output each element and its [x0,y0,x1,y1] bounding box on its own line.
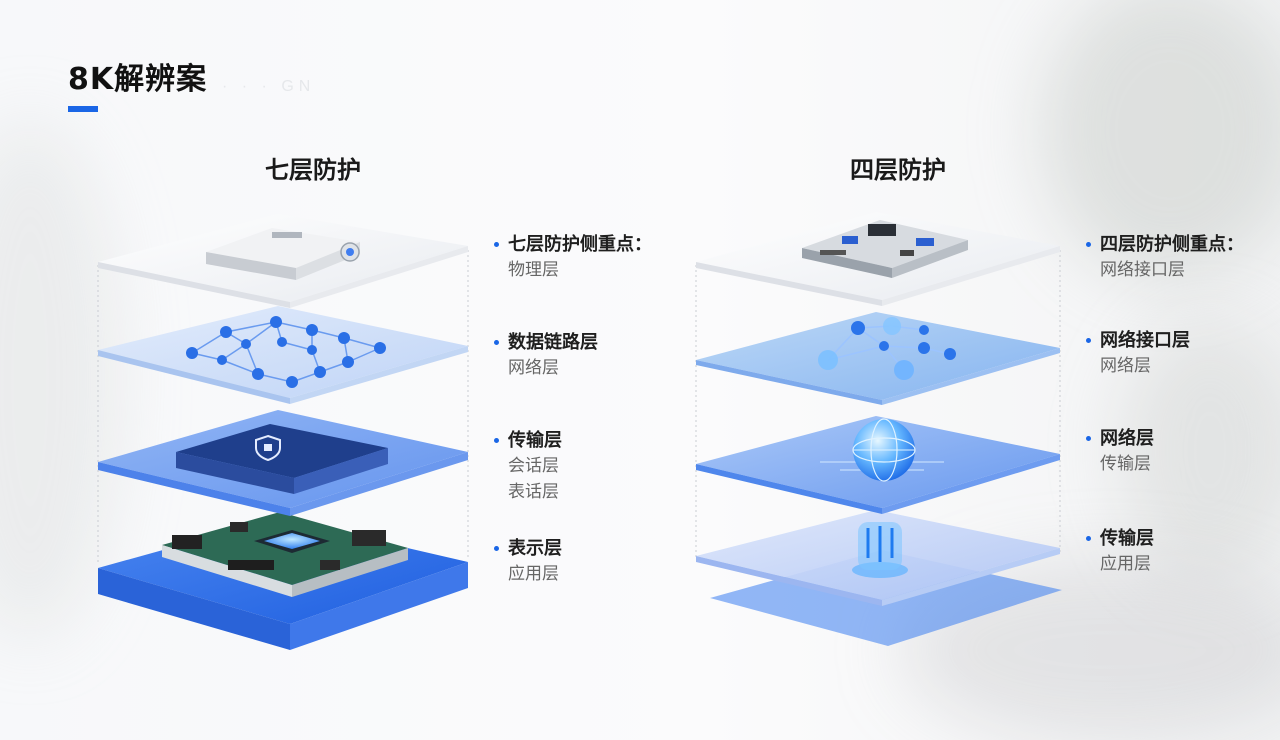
circuit-board-icon [162,512,408,597]
seven-label-1: 七层防护侧重点： 物理层 [494,232,674,283]
four-label-2-head: 网络接口层 [1086,328,1266,353]
seven-label-3: 传输层 会话层 表话层 [494,428,674,505]
four-label-2: 网络接口层 网络层 [1086,328,1266,379]
seven-label-4-head: 表示层 [494,536,674,561]
title-underline [68,106,98,112]
seven-layer-2-plate [98,306,468,404]
server-board-icon [802,220,968,278]
seven-label-3-head: 传输层 [494,428,674,453]
seven-label-4-sub: 应用层 [508,564,559,584]
four-label-4-sub: 应用层 [1100,554,1151,574]
four-layer-title: 四层防护 [850,156,946,184]
seven-label-2-sub: 网络层 [508,358,559,378]
seven-layer-title: 七层防护 [265,156,361,184]
four-layer-2-plate [696,312,1060,405]
watermark-text: · · · GN [222,78,316,95]
page-title: 8K解辨案 [68,62,208,97]
seven-label-2-head: 数据链路层 [494,330,674,355]
four-label-4-head: 传输层 [1086,526,1266,551]
globe-icon [820,418,944,482]
seven-label-3-sub-1: 会话层 [508,456,559,476]
four-label-3-sub: 传输层 [1100,454,1151,474]
projector-icon [206,228,360,280]
seven-label-1-head: 七层防护侧重点： [494,232,674,257]
data-pillar-icon [852,522,908,578]
four-label-3: 网络层 传输层 [1086,426,1266,477]
four-label-1: 四层防护侧重点： 网络接口层 [1086,232,1266,283]
four-label-3-head: 网络层 [1086,426,1266,451]
four-label-4: 传输层 应用层 [1086,526,1266,577]
seven-label-4: 表示层 应用层 [494,536,674,587]
network-nodes-icon [186,316,386,388]
seven-label-2: 数据链路层 网络层 [494,330,674,381]
four-label-1-sub: 网络接口层 [1100,260,1185,280]
four-layer-stack [695,212,1062,646]
security-box-icon [176,424,388,494]
seven-label-1-sub: 物理层 [508,260,559,280]
four-label-2-sub: 网络层 [1100,356,1151,376]
molecule-network-icon [818,317,956,380]
seven-layer-stack [97,214,469,650]
seven-label-3-sub-2: 表话层 [508,482,559,502]
four-label-1-head: 四层防护侧重点： [1086,232,1266,257]
